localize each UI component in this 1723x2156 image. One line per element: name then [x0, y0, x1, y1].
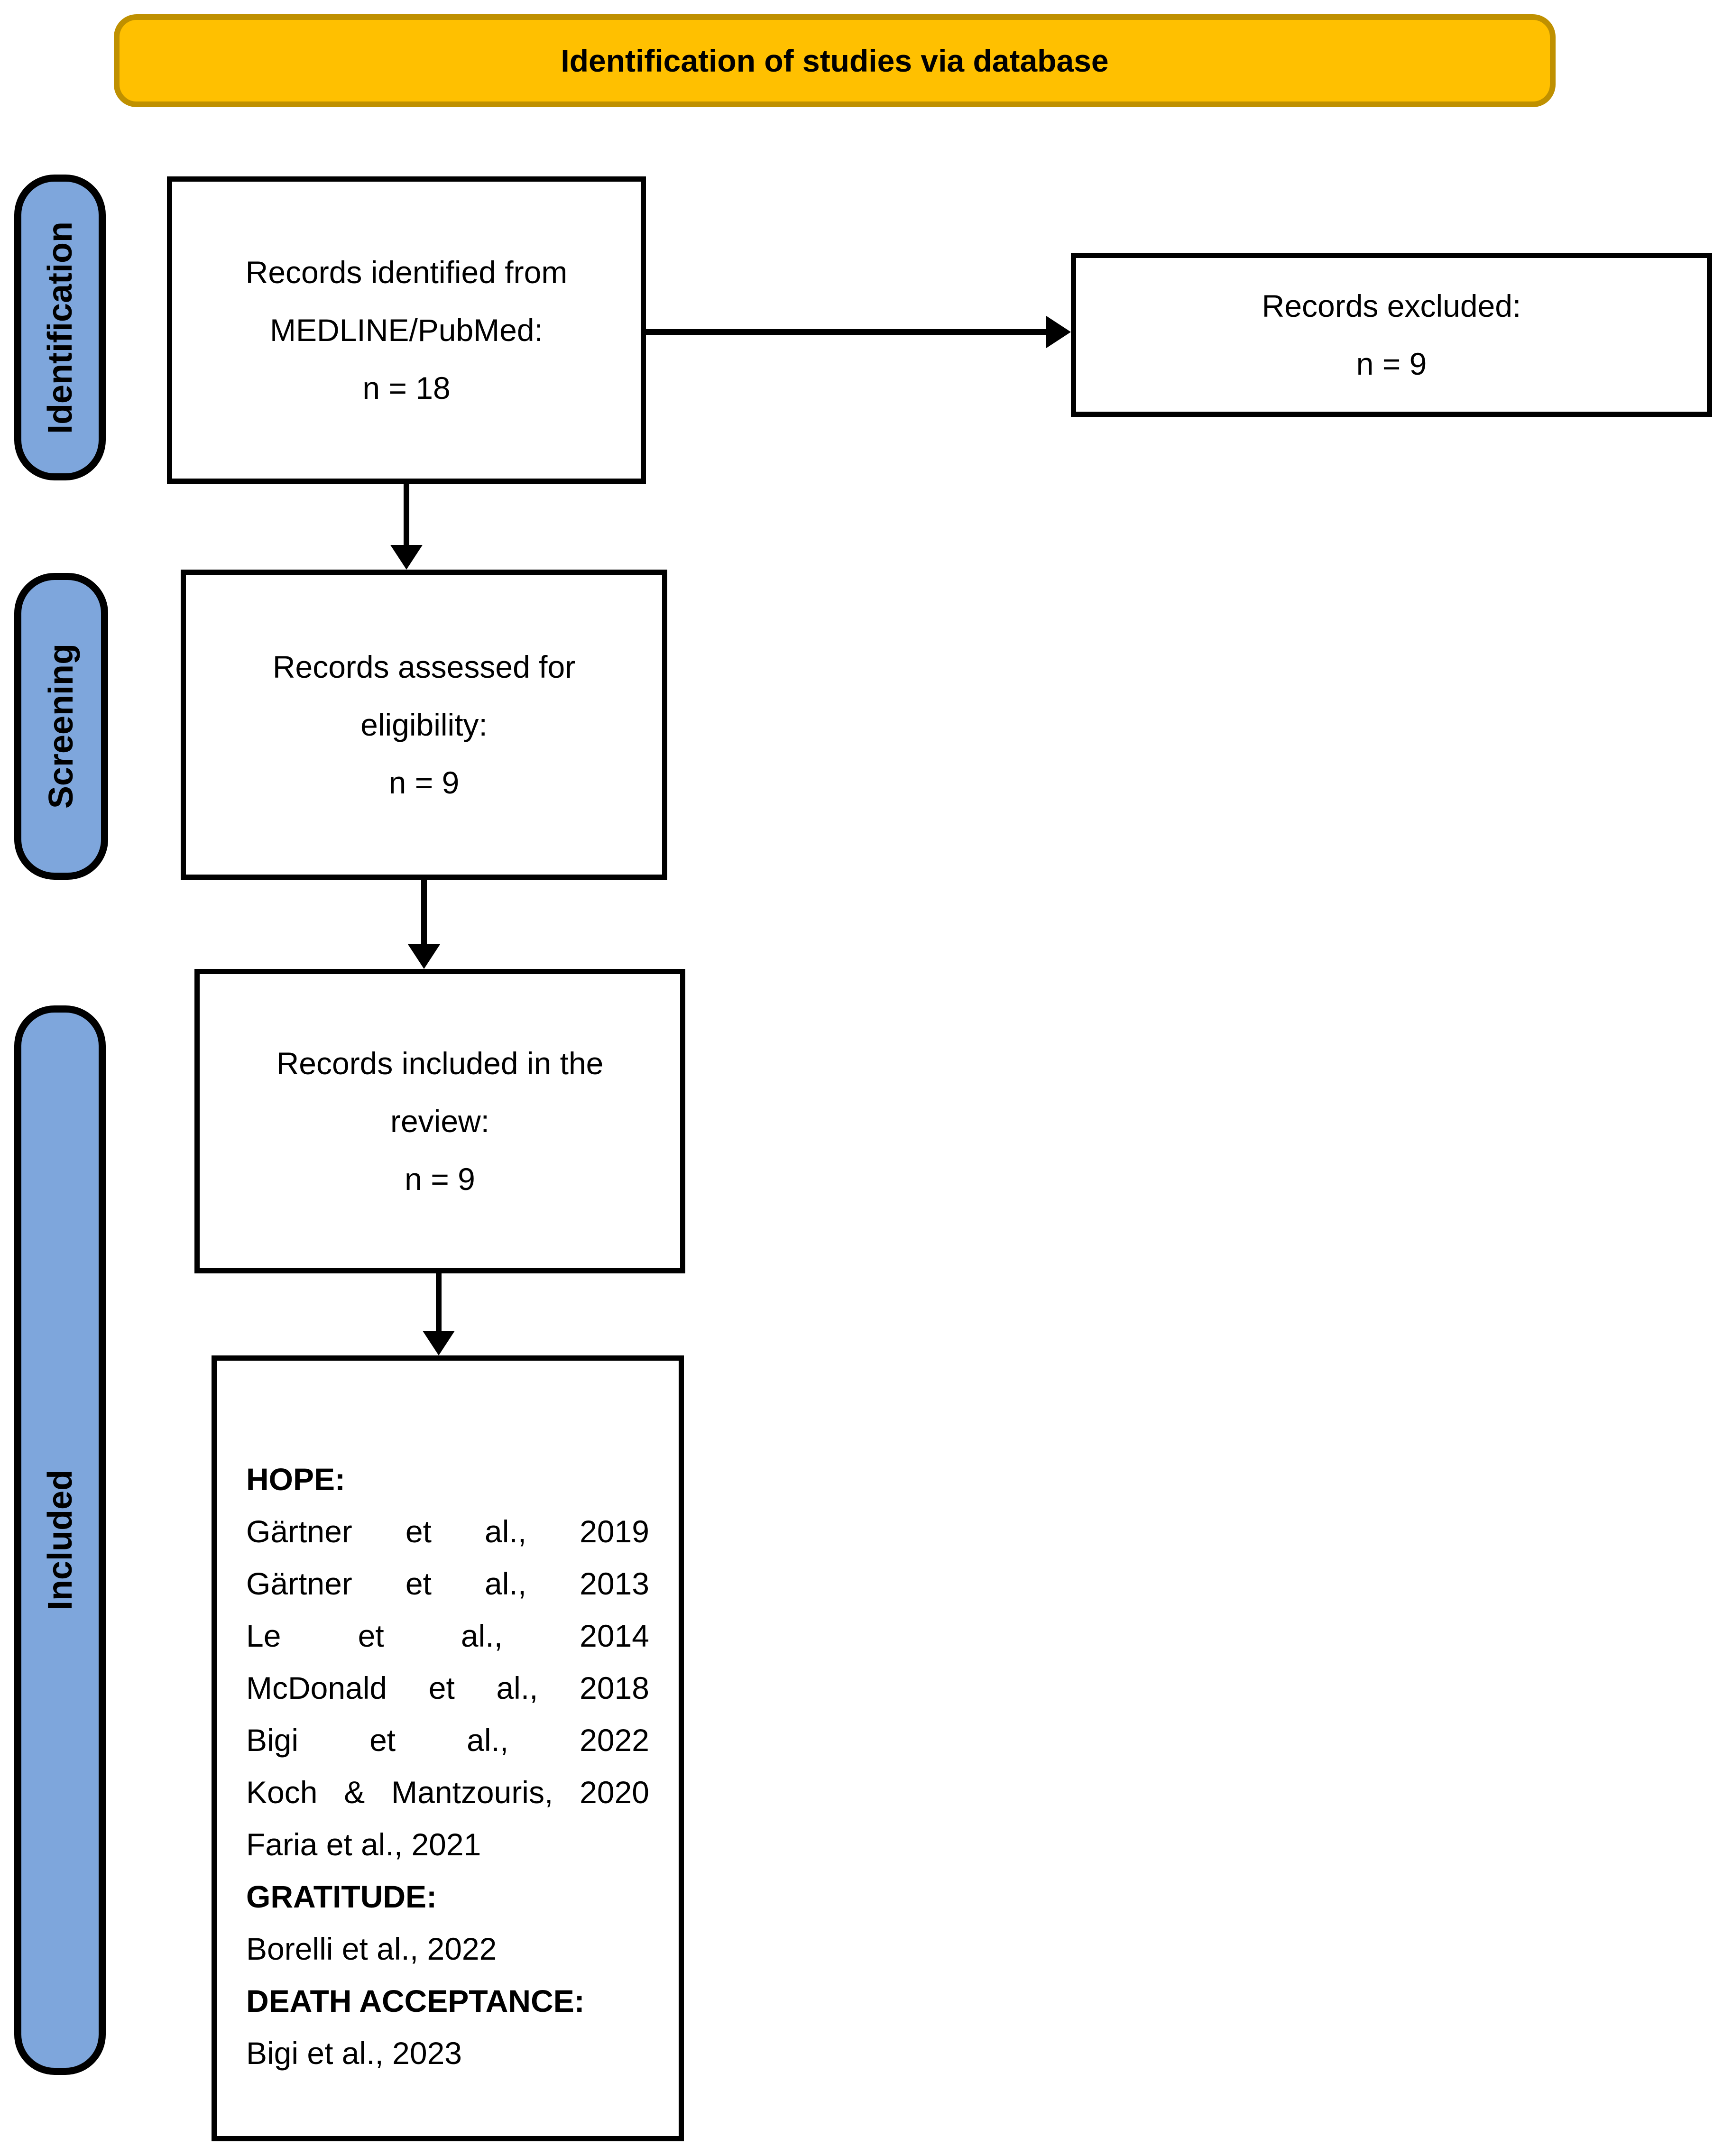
- title-banner: Identification of studies via database: [114, 14, 1556, 107]
- arrowhead-down-icon: [408, 944, 440, 969]
- records-included-count: n = 9: [405, 1161, 475, 1197]
- arrow-shaft: [421, 880, 427, 945]
- stage-label-included: Included: [14, 1005, 106, 2075]
- records-assessed-line: Records assessed for: [272, 649, 576, 684]
- study-list-heading-hope: HOPE:: [246, 1462, 346, 1497]
- arrowhead-right-icon: [1046, 316, 1071, 348]
- records-included-line: review:: [390, 1104, 490, 1139]
- arrow-shaft: [646, 329, 1047, 335]
- arrowhead-down-icon: [423, 1331, 455, 1355]
- records-assessed-line: eligibility:: [360, 707, 488, 742]
- arrow-shaft: [404, 484, 409, 545]
- arrowhead-down-icon: [390, 545, 423, 570]
- study-list-heading-death-acceptance: DEATH ACCEPTANCE:: [246, 1983, 585, 2018]
- records-included-box: Records included in the review: n = 9: [194, 969, 685, 1273]
- stage-label-identification-text: Identification: [41, 221, 79, 434]
- stage-label-screening: Screening: [14, 573, 108, 880]
- included-studies-box: HOPE: Gärtner et al., 2019 Gärtner et al…: [212, 1355, 684, 2141]
- study-list-item: Bigi et al., 2022: [246, 1723, 649, 1758]
- records-excluded-count: n = 9: [1356, 346, 1427, 381]
- arrow-shaft: [436, 1273, 442, 1331]
- study-list-item: McDonald et al., 2018: [246, 1670, 649, 1705]
- study-list-item: Borelli et al., 2022: [246, 1931, 497, 1966]
- stage-label-identification: Identification: [14, 175, 106, 480]
- records-identified-box: Records identified from MEDLINE/PubMed: …: [167, 176, 646, 484]
- study-list-heading-gratitude: GRATITUDE:: [246, 1879, 437, 1914]
- study-list-item: Faria et al., 2021: [246, 1827, 481, 1862]
- records-identified-line: Records identified from: [245, 255, 568, 290]
- study-list-item: Koch & Mantzouris, 2020: [246, 1775, 649, 1810]
- records-assessed-count: n = 9: [388, 765, 460, 800]
- records-assessed-box: Records assessed for eligibility: n = 9: [181, 570, 667, 880]
- title-banner-text: Identification of studies via database: [561, 43, 1109, 78]
- records-included-line: Records included in the: [276, 1046, 604, 1081]
- stage-label-included-text: Included: [41, 1470, 79, 1611]
- study-list-item: Gärtner et al., 2019: [246, 1514, 649, 1549]
- records-identified-line: MEDLINE/PubMed:: [270, 313, 543, 348]
- records-identified-count: n = 18: [362, 370, 451, 405]
- study-list-item: Le et al., 2014: [246, 1618, 649, 1653]
- study-list-item: Gärtner et al., 2013: [246, 1566, 649, 1601]
- stage-label-screening-text: Screening: [42, 644, 80, 809]
- study-list-item: Bigi et al., 2023: [246, 2036, 462, 2071]
- records-excluded-box: Records excluded: n = 9: [1071, 253, 1712, 417]
- records-excluded-line: Records excluded:: [1262, 288, 1521, 323]
